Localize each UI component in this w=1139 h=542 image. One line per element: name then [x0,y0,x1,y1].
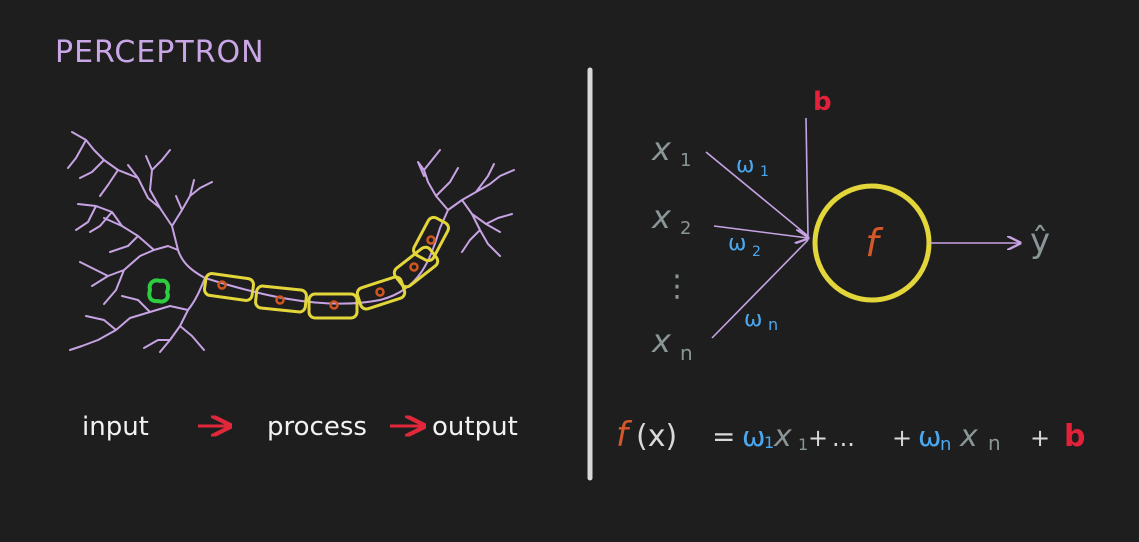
input-ellipsis: ⋮ [662,269,692,304]
formula: f (x) = ω 1 x 1 + ... + ω n x n + b [616,415,1085,455]
formula-xn-sub: n [988,431,1001,455]
formula-w1-sub: 1 [764,433,774,452]
svg-text:ω: ω [736,153,754,178]
output-label: output [432,412,518,442]
neuron-nucleus [147,278,171,304]
svg-text:x: x [651,198,672,236]
weight-w2: ω 2 [728,231,761,260]
svg-text:1: 1 [680,150,691,171]
input-connections [705,117,808,339]
formula-x1: x [773,419,792,454]
page-title: PERCEPTRON [55,35,265,70]
formula-eq: = [712,420,735,453]
myelin-sheath [202,215,450,320]
svg-text:x: x [651,322,672,360]
input-label: input [82,412,149,442]
activation-node [812,183,932,303]
formula-x1-sub: 1 [798,435,808,454]
svg-text:x: x [651,130,672,168]
svg-text:1: 1 [760,164,769,180]
formula-w1: ω [742,420,765,453]
input-xn: x n [651,322,693,365]
formula-wn-sub: n [940,434,951,455]
formula-plus1: + [808,424,828,452]
axon-outline [204,149,515,305]
bias-label: b [813,87,832,117]
input-x2: x 2 [651,198,691,239]
weight-wn: ω n [744,307,778,334]
svg-text:n: n [680,341,693,365]
process-label: process [267,412,367,442]
output-yhat: ŷ [1030,221,1050,261]
formula-plus2: + [892,424,912,452]
formula-b: b [1064,419,1085,454]
neuron-cell-body [67,131,213,353]
svg-text:ω: ω [744,307,762,332]
formula-wn: ω [918,420,941,453]
formula-f: f [616,415,633,455]
activation-function: f [865,221,884,265]
svg-text:n: n [768,315,778,334]
formula-xn: x [959,419,978,454]
nodes-of-ranvier [217,235,436,310]
input-x1: x 1 [651,130,691,171]
biological-neuron [67,131,515,353]
svg-text:ω: ω [728,231,746,256]
formula-plus3: + [1030,424,1050,452]
formula-arg: (x) [636,419,677,454]
formula-dots: ... [832,424,855,452]
weight-w1: ω 1 [736,153,769,180]
svg-text:2: 2 [752,244,761,260]
svg-text:2: 2 [680,218,691,239]
